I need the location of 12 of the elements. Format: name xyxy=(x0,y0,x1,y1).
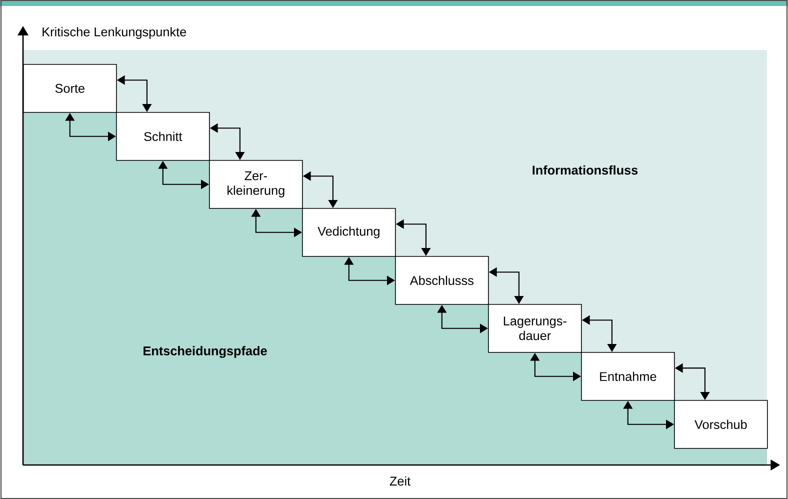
step-box: Lagerungs- dauer xyxy=(488,304,582,353)
area-label: Entscheidungspfade xyxy=(144,346,267,358)
step-box: Abschlusss xyxy=(395,256,489,305)
area-label: Informationsfluss xyxy=(532,165,638,175)
step-box: Zer- kleinerung xyxy=(209,160,303,209)
axis-label: Kritische Lenkungspunkte xyxy=(42,27,186,39)
step-box: Entnahme xyxy=(581,352,675,401)
step-box: Sorte xyxy=(23,64,117,113)
step-box: Schnitt xyxy=(116,112,210,161)
axis-label: Zeit xyxy=(390,476,410,486)
step-box: Vorschub xyxy=(674,400,768,449)
step-box: Vedichtung xyxy=(302,208,396,257)
